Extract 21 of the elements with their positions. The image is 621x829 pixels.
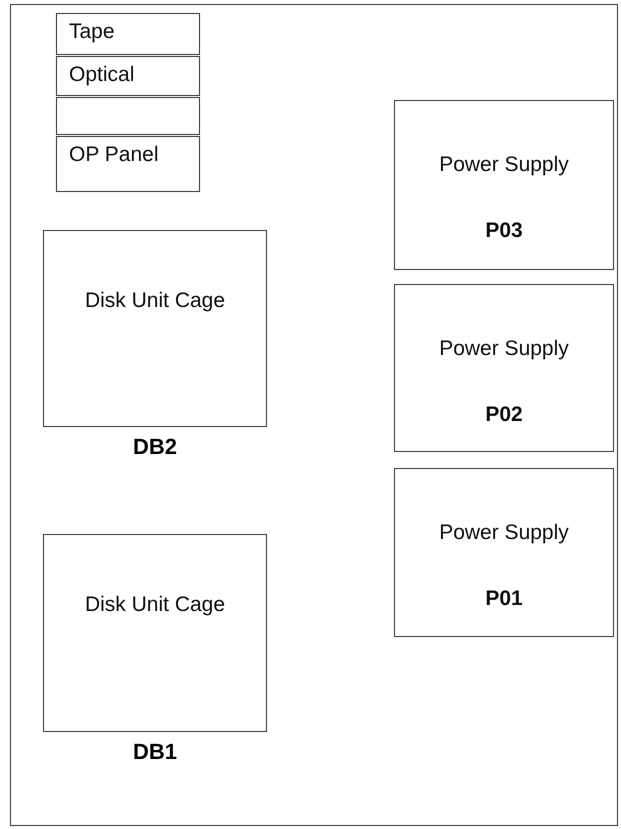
device-slot xyxy=(56,13,200,55)
component-label: Power Supply xyxy=(438,153,570,177)
component-label: Disk Unit Cage xyxy=(84,289,226,313)
unit-label: P03 xyxy=(484,219,524,243)
component-label: Tape xyxy=(69,20,116,44)
device-slot xyxy=(56,136,200,192)
power-supply-unit xyxy=(394,284,614,452)
component-label: Optical xyxy=(69,63,136,87)
power-supply-unit xyxy=(394,468,614,637)
device-slot xyxy=(56,56,200,96)
component-label: Power Supply xyxy=(438,521,570,545)
enclosure-frame xyxy=(10,4,618,826)
component-label: OP Panel xyxy=(69,143,160,167)
unit-label: P01 xyxy=(484,587,524,611)
unit-label: P02 xyxy=(484,403,524,427)
component-label: Disk Unit Cage xyxy=(84,593,226,617)
unit-label: DB1 xyxy=(132,739,178,765)
unit-label: DB2 xyxy=(132,434,178,460)
device-slot xyxy=(56,97,200,135)
component-label: Power Supply xyxy=(438,337,570,361)
power-supply-unit xyxy=(394,100,614,270)
